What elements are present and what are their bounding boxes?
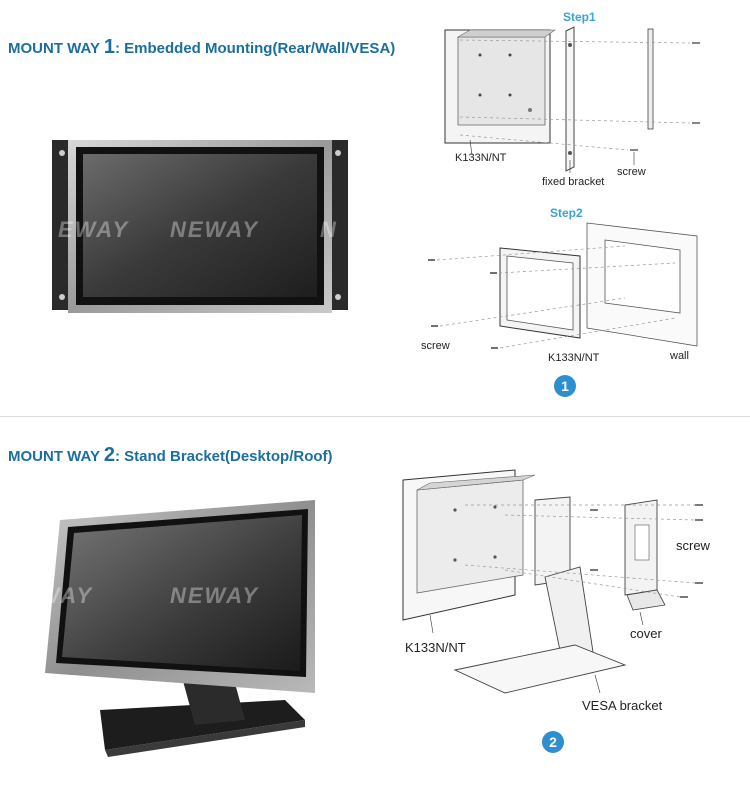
section1-heading-number: 1 (103, 36, 115, 58)
section2-heading-suffix: : Stand Bracket(Desktop/Roof) (114, 448, 333, 465)
monitor-stand-photo: EWAY NEWAY (22, 495, 330, 760)
watermark2-center: NEWAY (170, 583, 260, 608)
stand-base (100, 700, 305, 750)
stand-diagram (402, 469, 703, 694)
section2-number-badge: 2 (542, 731, 564, 753)
right-ear (328, 140, 348, 310)
step1-label-screw: screw (617, 166, 646, 178)
step2-diagram (428, 222, 698, 349)
monitor-screen-2 (62, 515, 302, 671)
watermark-left: EWAY (58, 217, 130, 242)
step1-diagram (444, 26, 700, 173)
stand-label-vesa: VESA bracket (582, 698, 663, 713)
section2-heading-number: 2 (103, 444, 115, 466)
section2-heading-prefix: MOUNT WAY (8, 448, 104, 465)
stand-label-model: K133N/NT (405, 640, 466, 655)
monitor-stand-svg (45, 500, 315, 757)
step1-title: Step1 (563, 10, 596, 24)
section2-heading: MOUNT WAY 2: Stand Bracket(Desktop/Roof) (8, 444, 333, 467)
step2-title: Step2 (550, 206, 583, 220)
monitor-screen (83, 154, 317, 297)
watermark2-left: EWAY (22, 583, 94, 608)
step1-label-model: K133N/NT (455, 152, 507, 164)
step2-label-model: K133N/NT (548, 352, 600, 364)
left-ear (52, 140, 72, 310)
section-divider (0, 416, 750, 417)
section1-heading: MOUNT WAY 1: Embedded Mounting(Rear/Wall… (8, 36, 395, 59)
section1-heading-suffix: : Embedded Mounting(Rear/Wall/VESA) (114, 40, 396, 57)
stand-label-screw: screw (676, 538, 710, 553)
step2-label-wall: wall (670, 350, 689, 362)
step1-label-bracket: fixed bracket (542, 176, 605, 188)
monitor-front-photo: EWAY NEWAY N (50, 135, 350, 320)
monitor-front-svg (52, 140, 348, 313)
section1-heading-prefix: MOUNT WAY (8, 40, 104, 57)
watermark-center: NEWAY (170, 217, 260, 242)
stand-label-cover: cover (630, 626, 662, 641)
watermark-right: N (320, 217, 338, 242)
step2-label-screw: screw (421, 340, 450, 352)
section1-number-badge: 1 (554, 375, 576, 397)
